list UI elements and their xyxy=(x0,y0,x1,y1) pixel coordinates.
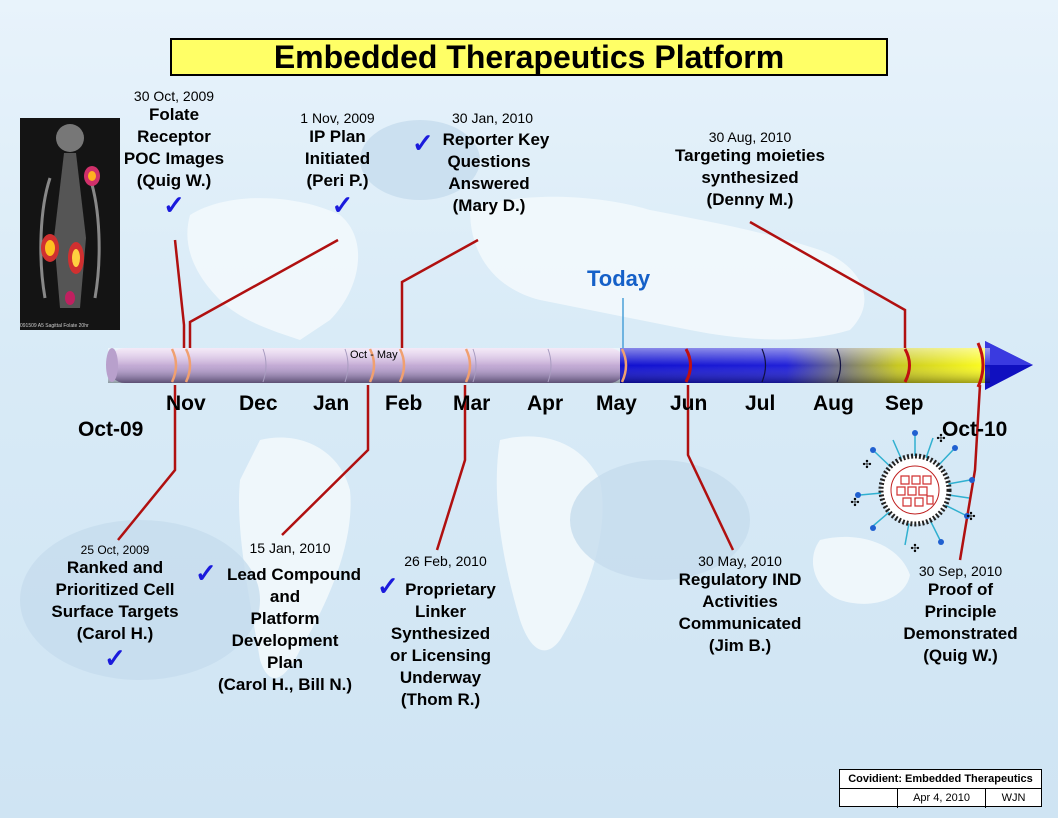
milestone-date: 1 Nov, 2009 xyxy=(300,110,375,126)
month-label: Dec xyxy=(239,392,278,415)
svg-text:✣: ✣ xyxy=(862,458,871,471)
check-icon: ✓ xyxy=(377,571,399,601)
scan-caption: 091509 A5 Sagittal Folate 20hr xyxy=(20,323,89,329)
svg-text:✣: ✣ xyxy=(910,542,919,555)
month-label: May xyxy=(596,392,637,415)
milestone-date: 15 Jan, 2010 xyxy=(249,540,331,556)
folate-scan-image: 091509 A5 Sagittal Folate 20hr xyxy=(20,118,120,330)
nanoparticle-illustration: ✣ ✣ ✣ ✣ ✣ xyxy=(850,430,976,555)
svg-text:✣: ✣ xyxy=(936,432,945,445)
svg-text:✣: ✣ xyxy=(850,496,859,509)
month-label: Apr xyxy=(527,392,564,415)
year-end-label: Oct-10 xyxy=(942,418,1008,441)
month-label: Nov xyxy=(166,392,206,415)
milestone-date: 30 Oct, 2009 xyxy=(133,88,215,104)
bar-range-label: Oct - May xyxy=(350,349,398,361)
milestone-date: 30 Jan, 2010 xyxy=(452,110,533,126)
milestone-text: Reporter Key Questions Answered (Mary D.… xyxy=(442,130,550,215)
month-label: Mar xyxy=(453,392,491,415)
page-title: Embedded Therapeutics Platform xyxy=(170,38,888,76)
month-label: Sep xyxy=(885,392,924,415)
check-icon: ✓ xyxy=(163,190,185,220)
footer-org: Covidient: Embedded Therapeutics xyxy=(840,770,1041,789)
footer-date: Apr 4, 2010 xyxy=(898,789,986,808)
month-label: Aug xyxy=(813,392,854,415)
milestone-date: 30 May, 2010 xyxy=(698,553,782,569)
check-icon: ✓ xyxy=(412,128,434,158)
milestone-date: 26 Feb, 2010 xyxy=(404,553,487,569)
milestone-date: 30 Sep, 2010 xyxy=(918,563,1003,579)
milestone-reporter-key: 30 Jan, 2010 ✓ Reporter Key Questions An… xyxy=(410,110,560,217)
svg-text:✣: ✣ xyxy=(966,510,975,523)
year-start-label: Oct-09 xyxy=(78,418,144,441)
month-label: Jan xyxy=(313,392,350,415)
check-icon: ✓ xyxy=(104,643,126,673)
month-label: Jul xyxy=(745,392,776,415)
check-icon: ✓ xyxy=(331,190,354,220)
milestone-date: 25 Oct, 2009 xyxy=(80,543,150,557)
month-label: Jun xyxy=(670,392,708,415)
milestone-date: 30 Aug, 2010 xyxy=(708,129,792,145)
footer-box: Covidient: Embedded Therapeutics Apr 4, … xyxy=(839,769,1042,808)
month-label: Feb xyxy=(385,392,423,415)
footer-blank-cell xyxy=(840,789,898,808)
footer-initials: WJN xyxy=(1001,792,1026,804)
today-label: Today xyxy=(587,266,651,291)
check-icon: ✓ xyxy=(195,558,217,588)
